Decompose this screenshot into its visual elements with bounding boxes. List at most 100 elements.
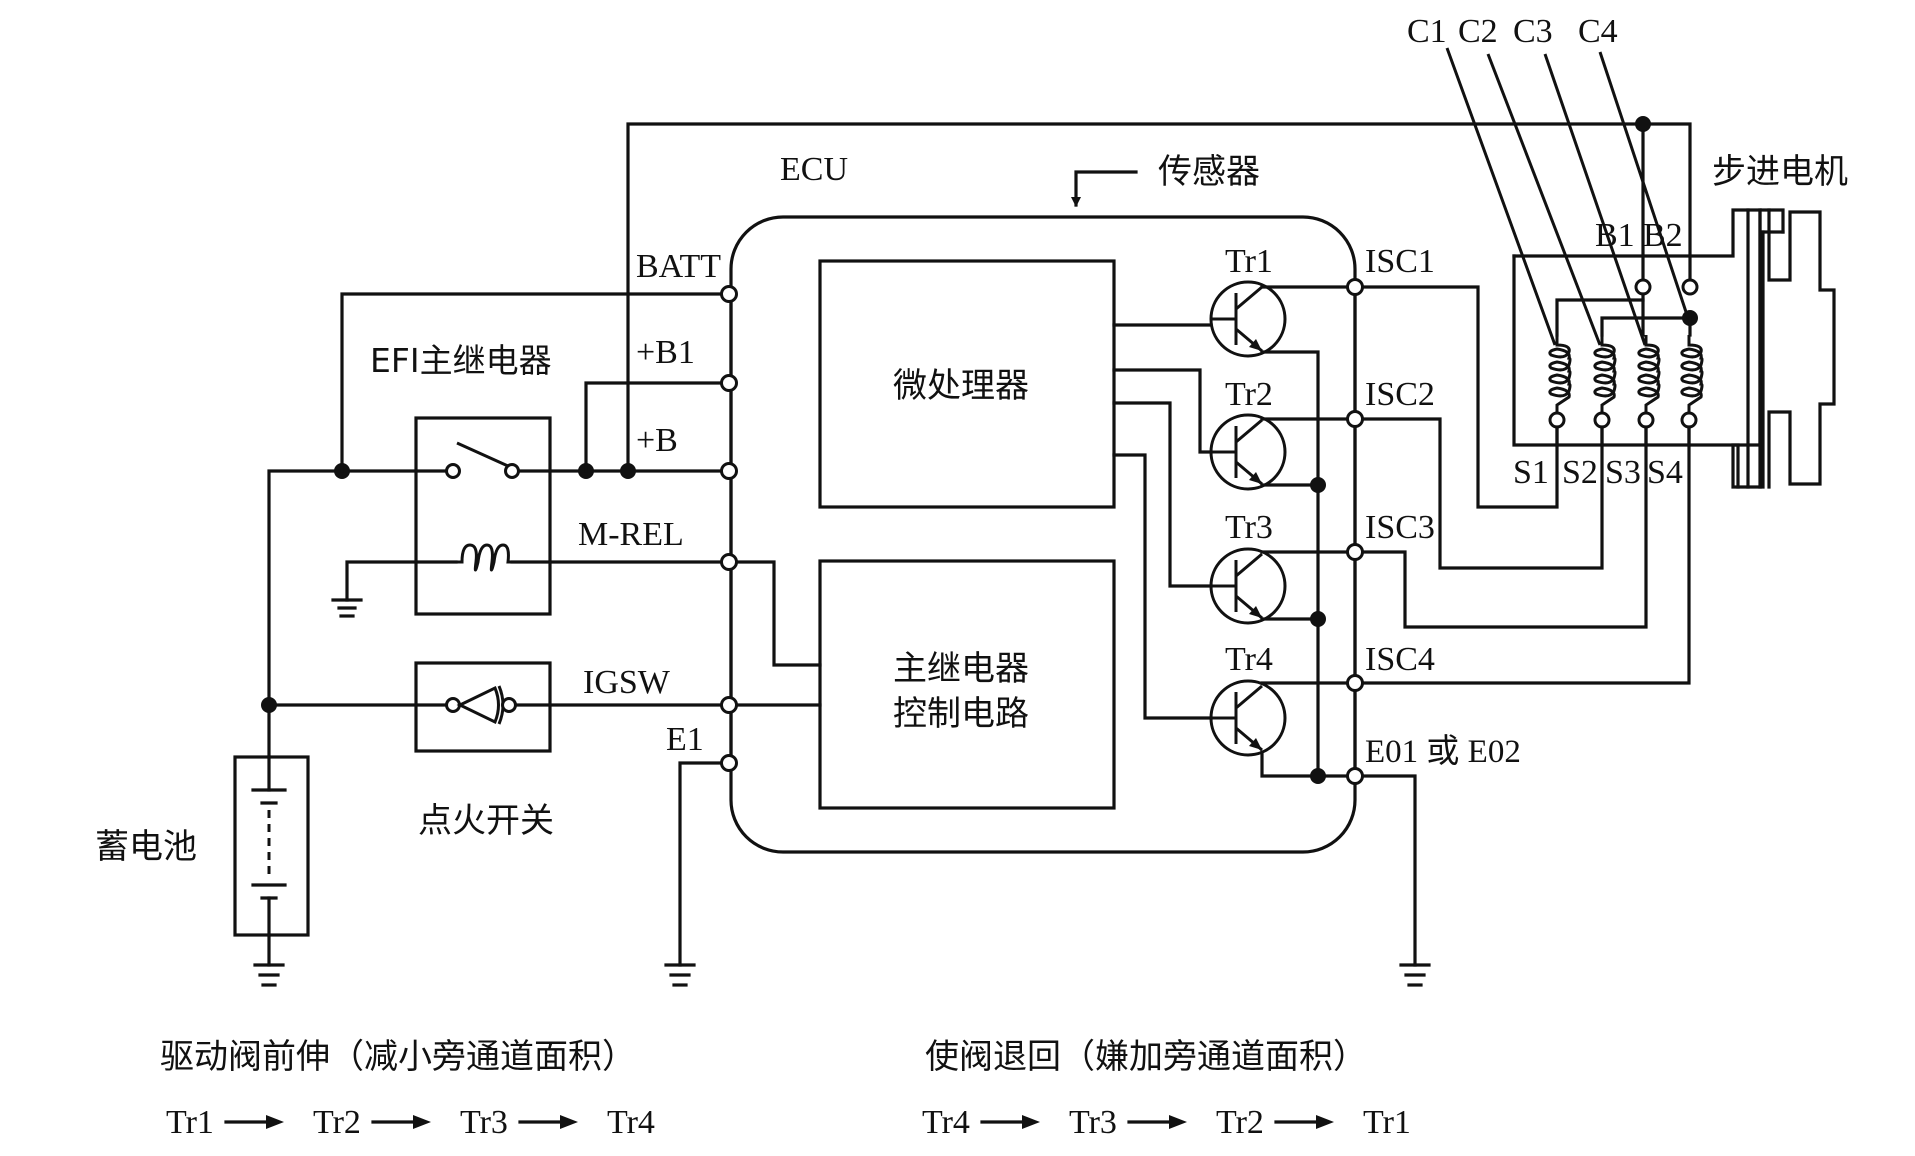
junction-dot [1635,116,1651,132]
arrow-right-icon [1127,1115,1187,1129]
labels: ECU 传感器 步进电机 EFI主继电器 点火开关 蓄电池 微处理器 主继电器 … [95,13,1848,867]
battery [233,755,310,937]
coil-label-c4: C4 [1578,13,1618,50]
arrow-right-icon [1274,1115,1334,1129]
sequence-step: Tr1 [166,1104,214,1141]
caption-retract-title: 使阀退回（嫌加旁通道面积） [925,1037,1367,1077]
ground-icon [253,963,285,987]
pin-label-isc2: ISC2 [1365,376,1435,413]
wire-isc3 [1353,420,1648,629]
sensor-arrow-icon [1071,170,1138,207]
wire-mrel-internal [727,560,822,667]
pin-e1 [720,754,738,772]
relay-control-label-1: 主继电器 [893,649,1029,689]
pin-igsw [720,696,738,714]
ground-icon [664,963,696,987]
coil-terminal [1637,411,1655,429]
sensor-label: 传感器 [1158,152,1260,192]
pin-b [720,462,738,480]
terminal-label-b2: B2 [1643,217,1683,254]
wire-top-supply [626,122,1692,473]
coil-terminal [1593,411,1611,429]
caption-retract: 使阀退回（嫌加旁通道面积） Tr4 Tr3 Tr2 Tr1 [922,1037,1411,1141]
npn-transistor-icon [1209,547,1287,625]
pin-label-mrel: M-REL [578,516,684,553]
coil-group [1548,335,1704,447]
transistor-group [1209,280,1287,757]
pin-label-isc4: ISC4 [1365,641,1435,678]
transistor-label-tr4: Tr4 [1225,641,1273,678]
terminal-label-s4: S4 [1647,454,1683,491]
junction-dot [620,463,636,479]
pin-isc4 [1346,674,1364,692]
pin-mrel [720,553,738,571]
pin-isc1 [1346,278,1364,296]
wire-batt [340,292,731,473]
pin-label-b: +B [636,422,678,459]
relay-switch-icon [445,441,520,479]
relay-coil-icon [456,543,512,572]
wiring [261,116,1692,967]
ground-icon [331,598,363,618]
junction-dot [1310,611,1326,627]
sequence-retract: Tr4 Tr3 Tr2 Tr1 [922,1104,1411,1141]
stepper-coil-icon [1637,335,1661,447]
transistor-label-tr3: Tr3 [1225,509,1273,546]
efi-main-relay [414,416,552,616]
microprocessor-label: 微处理器 [893,366,1029,406]
pin-b1 [720,374,738,392]
arrow-right-icon [518,1115,578,1129]
leader-c4 [1598,51,1690,319]
wire-emitter-tr4 [1260,750,1357,778]
sequence-step: Tr3 [1069,1104,1117,1141]
wire-emitter-tr1 [1260,350,1320,778]
terminal-b1 [1634,278,1652,296]
wire-e1 [678,761,731,967]
pin-e01 [1346,767,1364,785]
sequence-step: Tr4 [607,1104,655,1141]
arrow-right-icon [371,1115,431,1129]
transistor-label-tr1: Tr1 [1225,243,1273,280]
junction-dot [1310,477,1326,493]
terminal-label-s1: S1 [1513,454,1549,491]
arrow-right-icon [224,1115,284,1129]
wire-isc1 [1353,285,1559,509]
ignition-switch [414,661,552,753]
leader-c1 [1445,47,1557,346]
battery-label: 蓄电池 [95,827,197,867]
junction-dot [261,697,277,713]
wire-base-tr3 [1112,401,1213,588]
sequence-step: Tr1 [1363,1104,1411,1141]
efi-main-relay-label: EFI主继电器 [370,341,552,380]
pin-isc3 [1346,543,1364,561]
stepper-coil-icon [1680,335,1704,447]
ground-symbols [253,598,1431,987]
leader-c3 [1543,53,1647,346]
terminal-b2 [1681,278,1699,296]
pin-label-b1: +B1 [636,334,695,371]
wire-e01 [1353,774,1417,967]
pin-label-igsw: IGSW [583,664,671,701]
pin-label-isc1: ISC1 [1365,243,1435,280]
transistor-label-tr2: Tr2 [1225,376,1273,413]
relay-control-block [818,559,1116,810]
stepper-motor-label: 步进电机 [1712,152,1848,192]
npn-transistor-icon [1209,413,1287,491]
sequence-step: Tr2 [313,1104,361,1141]
sequence-step: Tr2 [1216,1104,1264,1141]
wire-isc4 [1353,420,1691,685]
sequence-step: Tr4 [922,1104,970,1141]
wire-b1 [584,381,731,473]
ignition-switch-label: 点火开关 [418,801,554,841]
stepper-coil-icon [1548,335,1572,447]
coil-terminal [1548,411,1566,429]
npn-transistor-icon [1209,280,1287,358]
pin-label-batt: BATT [636,248,721,285]
coil-label-c2: C2 [1458,13,1498,50]
npn-transistor-icon [1209,679,1287,757]
arrow-right-icon [980,1115,1040,1129]
coil-label-c1: C1 [1407,13,1447,50]
wire-main-feed [267,469,448,759]
relay-control-label-2: 控制电路 [893,694,1029,734]
